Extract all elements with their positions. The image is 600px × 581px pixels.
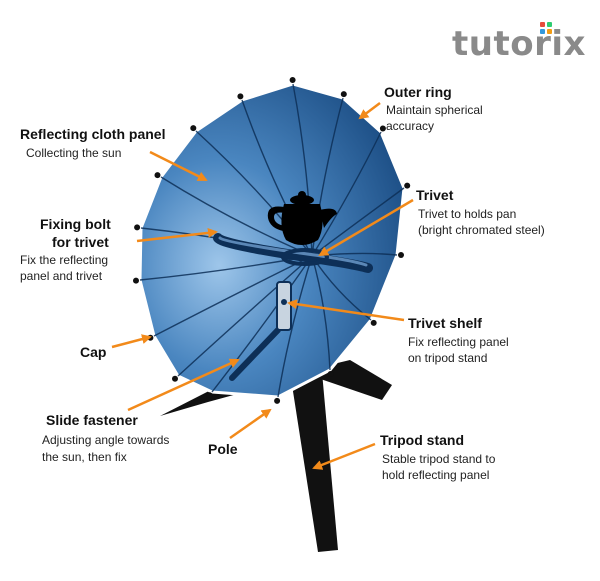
reflecting-dish xyxy=(138,82,406,399)
label-cap-title: Cap xyxy=(80,344,107,360)
rim-knob xyxy=(327,371,334,377)
dish-rib xyxy=(160,176,313,257)
rim-knob xyxy=(237,93,244,100)
dish-rib xyxy=(211,255,313,393)
arrow-reflecting-cloth-panel xyxy=(149,150,208,182)
label-fixing-bolt-title2: for trivet xyxy=(52,234,109,250)
rim-knob xyxy=(206,392,213,399)
label-trivet-desc1: Trivet to holds pan xyxy=(418,207,517,221)
trivet xyxy=(213,233,373,273)
label-slide-fastener-desc2: the sun, then fix xyxy=(42,450,127,464)
label-outer-ring-desc1: Maintain spherical xyxy=(386,103,483,117)
label-reflecting-cloth-panel-desc1: Collecting the sun xyxy=(26,146,122,160)
label-reflecting-cloth-panel-title: Reflecting cloth panel xyxy=(20,126,166,142)
label-trivet-shelf-title: Trivet shelf xyxy=(408,315,482,331)
dish-rib xyxy=(311,131,382,257)
dish-rib xyxy=(311,255,331,371)
label-trivet-shelf-desc2: on tripod stand xyxy=(408,351,488,365)
logo-dots-icon xyxy=(540,22,556,38)
arrow-slide-fastener xyxy=(127,358,240,412)
label-outer-ring-desc2: accuracy xyxy=(386,119,435,133)
tutorix-logo: tutorix xyxy=(452,24,586,64)
dish-rib xyxy=(177,255,313,377)
rim-knob xyxy=(404,182,411,189)
rim-knob xyxy=(340,91,347,98)
label-trivet-shelf-desc1: Fix reflecting panel xyxy=(408,335,509,349)
label-slide-fastener-desc1: Adjusting angle towards xyxy=(42,433,170,447)
label-tripod-stand-title: Tripod stand xyxy=(380,432,464,448)
dish-rib xyxy=(139,255,313,281)
pole xyxy=(229,327,281,381)
callout-arrows xyxy=(111,102,414,470)
label-outer-ring-title: Outer ring xyxy=(384,84,452,100)
rim-knob xyxy=(370,319,377,326)
arrow-pole xyxy=(229,408,272,440)
arrow-tripod-stand xyxy=(312,442,376,470)
arrow-fixing-bolt xyxy=(136,227,218,243)
rim-knob xyxy=(398,252,404,258)
label-fixing-bolt-desc1: Fix the reflecting xyxy=(20,253,109,267)
arrow-trivet-shelf xyxy=(287,299,405,322)
rim-knob xyxy=(134,224,141,231)
arrow-cap xyxy=(111,334,152,349)
arrow-trivet xyxy=(318,198,414,257)
label-trivet-desc2: (bright chromated steel) xyxy=(418,223,545,237)
label-trivet-title: Trivet xyxy=(416,187,454,203)
rim-knob xyxy=(274,397,281,404)
rim-knob xyxy=(172,375,178,382)
rim-knob xyxy=(379,125,386,132)
rim-knob xyxy=(289,77,296,83)
kettle-icon xyxy=(267,191,337,245)
trivet-shelf xyxy=(276,281,292,331)
arrow-outer-ring xyxy=(358,102,381,120)
label-fixing-bolt-title1: Fixing bolt xyxy=(40,216,111,232)
label-slide-fastener-title: Slide fastener xyxy=(46,412,138,428)
rim-knob xyxy=(154,172,161,179)
label-tripod-stand-desc1: Stable tripod stand to xyxy=(382,452,496,466)
dish-rib xyxy=(277,255,313,398)
rim-knob xyxy=(190,125,197,132)
label-fixing-bolt-desc2: panel and trivet xyxy=(20,269,103,283)
rim-knob xyxy=(133,277,139,284)
label-tripod-stand-desc2: hold reflecting panel xyxy=(382,468,490,482)
label-pole-title: Pole xyxy=(208,441,238,457)
